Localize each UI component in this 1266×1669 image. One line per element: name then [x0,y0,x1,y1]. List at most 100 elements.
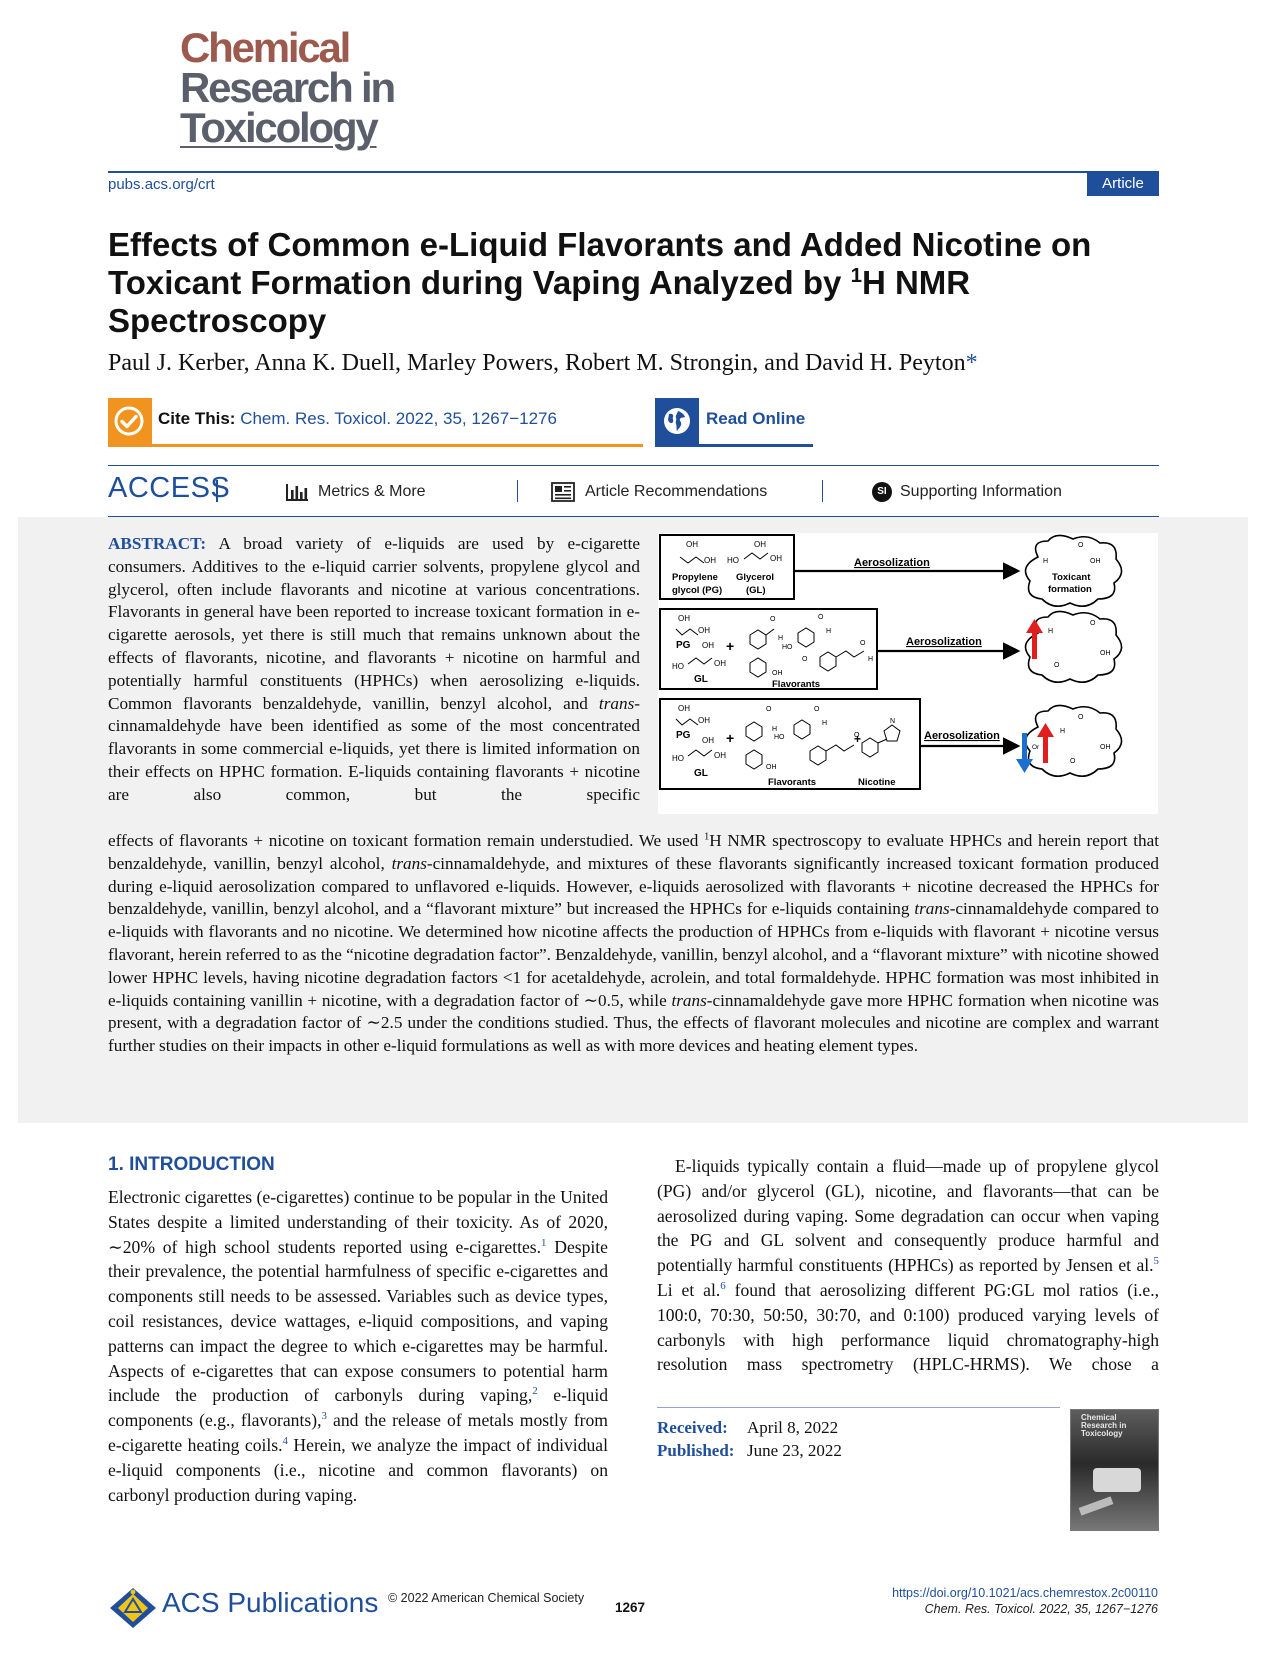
toc-graphic[interactable]: OH OH Propylene glycol (PG) OH HO OH Gly… [658,533,1158,814]
cinnamaldehyde-chain [835,650,865,658]
pg3-oh-top: OH [678,704,690,713]
si-badge-icon: SI [872,482,892,502]
cover-artwork [1093,1468,1141,1492]
section-heading-introduction: 1. INTRODUCTION [108,1154,275,1175]
gl3-oh-side: OH [714,751,726,760]
vanillin-o2: O [802,656,808,663]
aerosolization-label-1: Aerosolization [854,557,930,569]
citation-reference[interactable]: Chem. Res. Toxicol. 2022, 35, 1267−1276 [240,409,557,428]
intro-text-d: and the release of metals mostly from e-… [108,1410,608,1455]
article-recommendations-link[interactable]: Article Recommendations [585,483,768,500]
abstract-text-g: -cinnamaldehyde gave more HPHC formation… [108,990,1159,1056]
benzaldehyde-bond [765,628,775,636]
intro2-text-b: Li et al. [657,1279,721,1300]
abstract-trans-italic-2: trans [914,899,950,919]
pg3-skeleton [675,718,699,726]
journal-logo-line2: Research in [180,64,396,111]
cover-title-line2: Research in [1081,1421,1127,1430]
cite-this-label: Cite This: [158,409,236,428]
cite-this-text[interactable]: Cite This: Chem. Res. Toxicol. 2022, 35,… [158,409,557,429]
pg-label-2: glycol (PG) [672,585,722,596]
check-circle-icon [114,406,144,436]
plus-sign-2: + [726,730,734,746]
cloud3-o: O [1078,714,1084,721]
published-date-row: Published:June 23, 2022 [657,1441,842,1461]
cite-this-box[interactable] [108,398,643,447]
corresponding-author-mark[interactable]: * [965,350,978,376]
reference-link-6[interactable]: 6 [720,1280,726,1293]
cinnamaldehyde-chain-2 [825,744,855,752]
benzaldehyde-ring-2 [745,721,763,742]
pg-skeleton [679,556,705,564]
abstract-text-part1: ABSTRACT: A broad variety of e-liquids a… [108,533,640,807]
plus-sign-3: + [854,732,861,746]
gl2-label: GL [694,674,708,685]
cloud1-o: O [1078,542,1084,549]
benzaldehyde-ring [749,629,767,650]
reference-link-2[interactable]: 2 [532,1385,538,1398]
reference-link-5[interactable]: 5 [1153,1255,1159,1268]
gl2-skeleton [687,657,713,665]
author-names: Paul J. Kerber, Anna K. Duell, Marley Po… [108,350,966,376]
journal-logo-line3: Toxicology [180,104,379,151]
supporting-information-link[interactable]: Supporting Information [900,483,1062,500]
abstract-trans-italic: trans [598,693,635,713]
gl-label: Glycerol [736,572,774,583]
toxicant-cloud-3 [1024,704,1123,777]
benzyl-alcohol-ring [749,657,767,678]
pg2-label: PG [676,640,691,651]
cover-title-line3: Toxicology [1081,1429,1123,1438]
header-rule [108,171,1159,173]
abstract-text-b: -cinnamaldehyde have been identified as … [108,693,640,804]
cinnamaldehyde-o-2: O [854,732,860,739]
or-label: Or [1032,744,1040,751]
received-date-row: Received:April 8, 2022 [657,1418,838,1438]
read-online-link[interactable]: Read Online [706,409,806,428]
access-top-rule [108,465,1159,466]
read-online-box[interactable] [655,398,813,447]
flavorant-box [659,608,878,690]
cover-title: Chemical Research in Toxicology [1081,1414,1151,1438]
benzaldehyde-h-2: H [772,726,777,733]
reference-link-3[interactable]: 3 [321,1410,327,1423]
pg2-skeleton [675,628,699,636]
decrease-arrow-head [1016,759,1033,773]
vanillin-ho-2: HO [774,734,785,741]
gl-oh-side: OH [770,554,782,563]
pg-label: Propylene [672,572,718,583]
access-divider [216,480,218,502]
reference-link-4[interactable]: 4 [282,1435,288,1448]
newspaper-icon [551,482,575,502]
cloud2-h: H [1048,628,1053,635]
doi-link[interactable]: https://doi.org/10.1021/acs.chemrestox.2… [892,1586,1158,1600]
intro-text-a: Electronic cigarettes (e-cigarettes) con… [108,1187,608,1257]
flavorant-nicotine-box [659,698,921,790]
nicotine-label: Nicotine [858,777,895,788]
intro-text-e: Herein, we analyze the impact of individ… [108,1434,608,1505]
pg2-oh-top: OH [678,614,690,623]
journal-logo[interactable]: Chemical Research in Toxicology [180,24,396,151]
abstract-text-f: -cinnamaldehyde compared to e-liquids wi… [108,899,1159,1010]
vanillin-ring [797,627,815,648]
reference-link-1[interactable]: 1 [541,1236,547,1249]
vanillin-o-3: O [814,706,820,713]
title-superscript: 1 [850,264,862,287]
acs-logo-icon[interactable] [108,1584,158,1632]
flavorants-label-2: Flavorants [768,777,816,788]
cloud1-h: H [1043,558,1048,565]
globe-icon [664,408,690,434]
nicotine-n: N [890,718,895,725]
vanillin-h-2: H [822,720,827,727]
abstract-superscript: 1 [703,831,710,843]
metrics-more-link[interactable]: Metrics & More [318,483,426,500]
cloud3-o2: O [1070,758,1076,765]
journal-url-link[interactable]: pubs.acs.org/crt [108,176,215,193]
intro2-text-c: found that aerosolizing different PG:GL … [657,1279,1159,1375]
increase-arrow-head [1026,619,1043,633]
journal-cover-thumbnail[interactable]: Chemical Research in Toxicology [1070,1409,1159,1531]
publisher-name[interactable]: ACS Publications [162,1587,379,1618]
intro-text-b: Despite their prevalence, the potential … [108,1236,608,1406]
cloud2-oh: OH [1100,650,1111,657]
journal-logo-line1: Chemical [180,24,351,71]
cloud1-oh: OH [1090,558,1101,565]
